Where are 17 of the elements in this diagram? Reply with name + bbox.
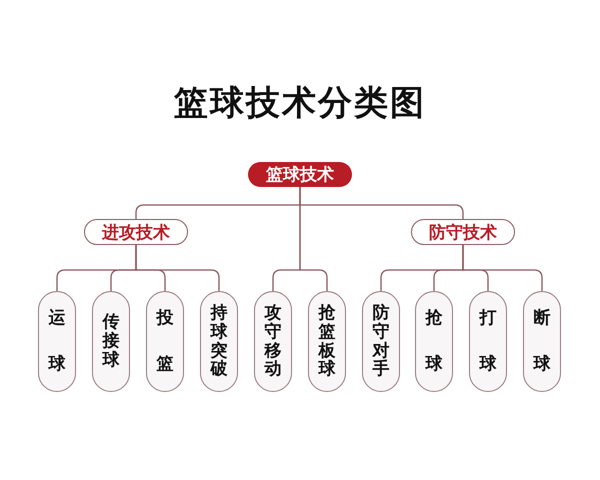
technique-capsule: 打球: [469, 291, 507, 392]
technique-capsule: 传接球: [92, 291, 130, 392]
technique-capsule: 抢球: [415, 291, 453, 392]
technique-capsule: 运球: [38, 291, 76, 392]
connector-line: [299, 187, 328, 291]
technique-capsule: 投篮: [146, 291, 184, 392]
category-pill: 防守技术: [411, 219, 515, 245]
technique-capsule: 攻守移动: [254, 291, 292, 392]
diagram-title: 篮球技术分类图: [173, 82, 427, 125]
technique-capsule: 防守对手: [362, 291, 400, 392]
root-pill: 篮球技术: [248, 162, 352, 187]
technique-capsule: 抢篮板球: [308, 291, 346, 392]
connector-line: [462, 245, 543, 291]
technique-capsule: 断球: [523, 291, 561, 392]
connector-line: [135, 245, 220, 291]
category-pill: 进攻技术: [84, 219, 188, 245]
technique-capsule: 持球突破: [200, 291, 238, 392]
